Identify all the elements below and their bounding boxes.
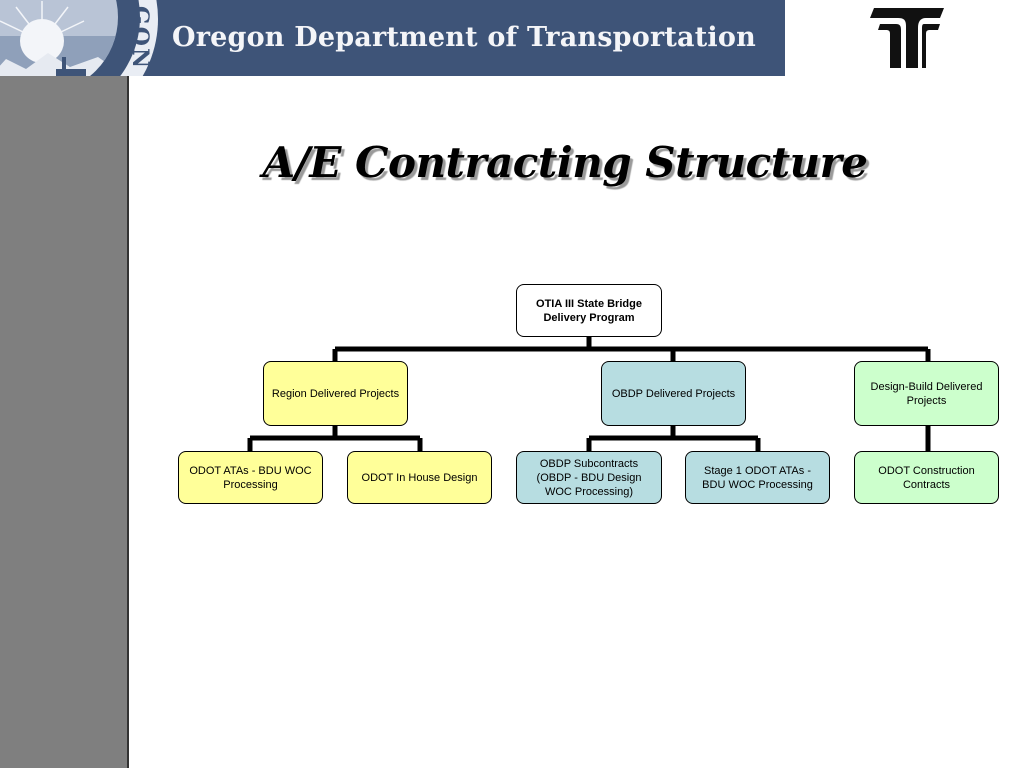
org-node-label: ODOT Construction Contracts — [878, 464, 975, 491]
org-node-odot-in-house-design[interactable]: ODOT In House Design — [347, 451, 492, 504]
header-banner: GON Oregon Department of Transportation — [0, 0, 785, 76]
slide-title: A/E Contracting Structure — [262, 138, 869, 187]
org-node-label: Design-Build Delivered Projects — [870, 380, 983, 407]
seal-lettering: GON — [127, 5, 153, 71]
org-node-root[interactable]: OTIA III State Bridge Delivery Program — [516, 284, 662, 337]
org-node-region-delivered[interactable]: Region Delivered Projects — [263, 361, 408, 426]
odot-logo-icon — [870, 8, 944, 68]
org-node-odot-construction-contracts[interactable]: ODOT Construction Contracts — [854, 451, 999, 504]
oregon-seal-icon — [0, 0, 158, 76]
org-node-label: OBDP Delivered Projects — [611, 387, 736, 400]
agency-name: Oregon Department of Transportation — [172, 22, 756, 53]
org-node-stage1-odot-atas[interactable]: Stage 1 ODOT ATAs - BDU WOC Processing — [685, 451, 830, 504]
org-node-obdp-delivered[interactable]: OBDP Delivered Projects — [601, 361, 746, 426]
org-node-obdp-subcontracts[interactable]: OBDP Subcontracts (OBDP - BDU Design WOC… — [516, 451, 662, 504]
left-sidebar-bar — [0, 76, 129, 768]
org-node-label: Stage 1 ODOT ATAs - BDU WOC Processing — [702, 464, 813, 491]
org-node-label: OBDP Subcontracts (OBDP - BDU Design WOC… — [536, 457, 642, 498]
org-node-label: Region Delivered Projects — [271, 387, 400, 400]
org-node-label: ODOT ATAs - BDU WOC Processing — [189, 464, 312, 491]
org-node-label: OTIA III State Bridge Delivery Program — [536, 297, 642, 324]
org-node-odot-atas-bdu[interactable]: ODOT ATAs - BDU WOC Processing — [178, 451, 323, 504]
org-node-label: ODOT In House Design — [361, 471, 478, 484]
org-node-design-build-delivered[interactable]: Design-Build Delivered Projects — [854, 361, 999, 426]
